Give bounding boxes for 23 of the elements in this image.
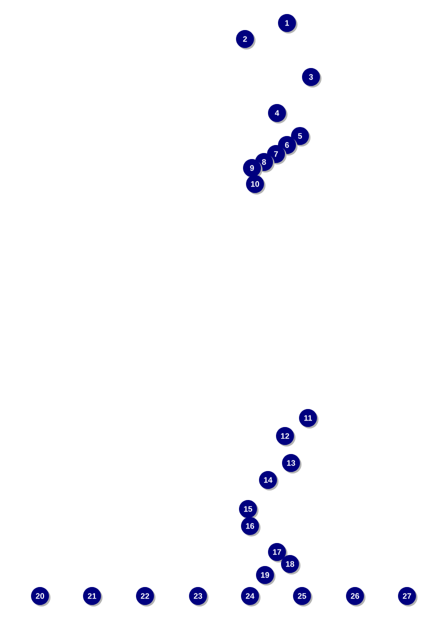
callout-number: 18 <box>281 555 300 574</box>
callout-number: 20 <box>31 587 50 606</box>
callout-number: 14 <box>259 471 278 490</box>
callout-number: 13 <box>282 454 302 474</box>
callout-number: 3 <box>302 68 322 88</box>
callout-number: 4 <box>268 104 288 124</box>
callout-number: 21 <box>83 587 102 606</box>
callout-number: 1 <box>278 14 298 34</box>
callout-number: 22 <box>136 587 156 606</box>
callout-number: 25 <box>293 587 312 606</box>
callout-number: 23 <box>189 587 208 606</box>
callout-number: 27 <box>398 587 418 606</box>
callout-number: 12 <box>276 427 296 446</box>
callout-number: 26 <box>346 587 366 606</box>
callout-number: 15 <box>239 500 258 520</box>
callout-number: 16 <box>241 517 260 536</box>
callout-number: 9 <box>243 159 262 178</box>
callout-number: 10 <box>246 175 266 194</box>
callout-number: 17 <box>268 543 288 562</box>
callout-number: 11 <box>299 409 318 428</box>
callout-number: 24 <box>241 587 260 606</box>
callout-number: 19 <box>256 566 276 586</box>
callout-number: 2 <box>236 30 256 50</box>
